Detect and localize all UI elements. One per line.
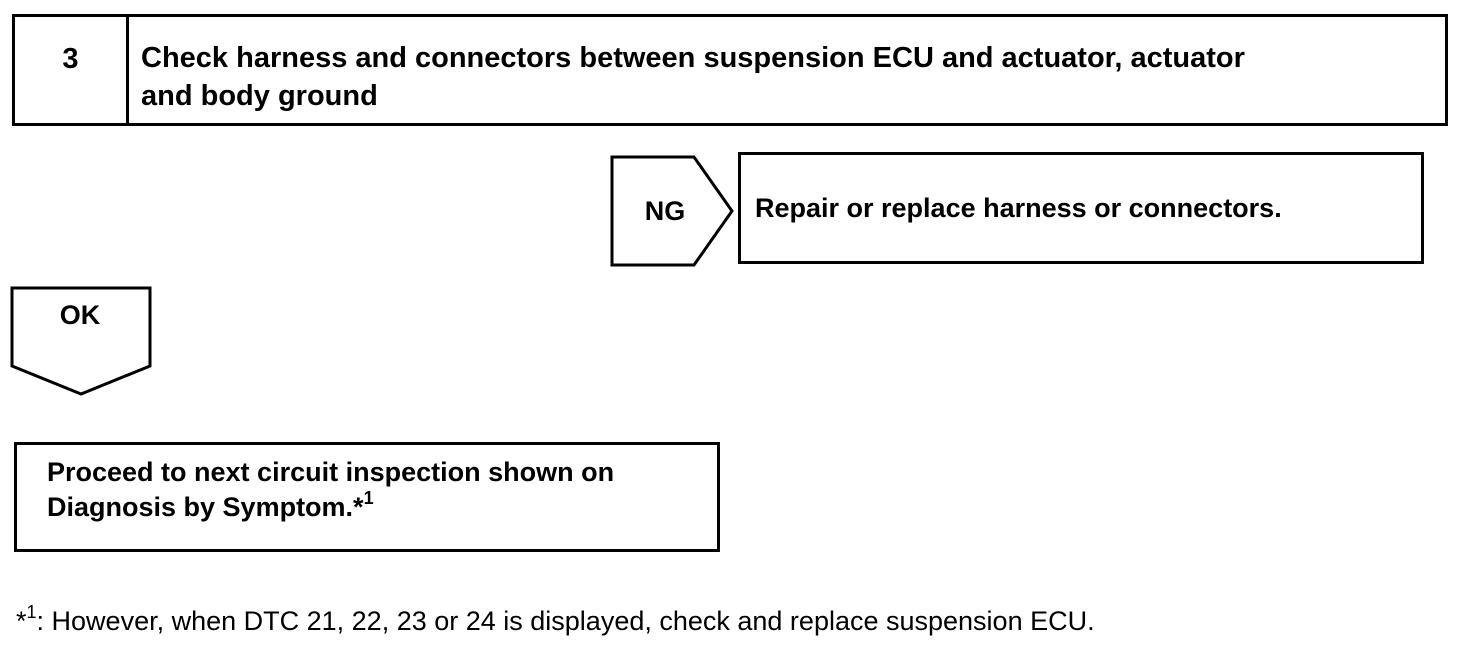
footnote-marker-sup: 1	[26, 602, 37, 622]
proceed-line1: Proceed to next circuit inspection shown…	[47, 457, 615, 487]
footnote-text: : However, when DTC 21, 22, 23 or 24 is …	[36, 606, 1095, 636]
ng-arrow-shape	[610, 155, 734, 267]
step-number: 3	[15, 17, 129, 123]
ok-arrow-shape	[10, 286, 152, 396]
step-title-line1: Check harness and connectors between sus…	[141, 42, 1245, 74]
proceed-box: Proceed to next circuit inspection shown…	[14, 442, 720, 552]
step-title-line2: and body ground	[141, 80, 378, 112]
step-title: Check harness and connectors between sus…	[129, 17, 1445, 123]
ng-result-box: Repair or replace harness or connectors.	[738, 152, 1424, 264]
proceed-line2: Diagnosis by Symptom.*1	[47, 488, 707, 525]
proceed-footnote-ref: 1	[363, 488, 374, 508]
ok-label: OK	[59, 300, 101, 330]
ng-label: NG	[644, 195, 686, 226]
footnote: *1: However, when DTC 21, 22, 23 or 24 i…	[16, 603, 1095, 637]
proceed-line2-text: Diagnosis by Symptom.*	[47, 492, 364, 522]
footnote-marker: *	[16, 606, 27, 636]
step-box: 3 Check harness and connectors between s…	[12, 14, 1448, 126]
ng-result-text: Repair or replace harness or connectors.	[755, 192, 1282, 223]
